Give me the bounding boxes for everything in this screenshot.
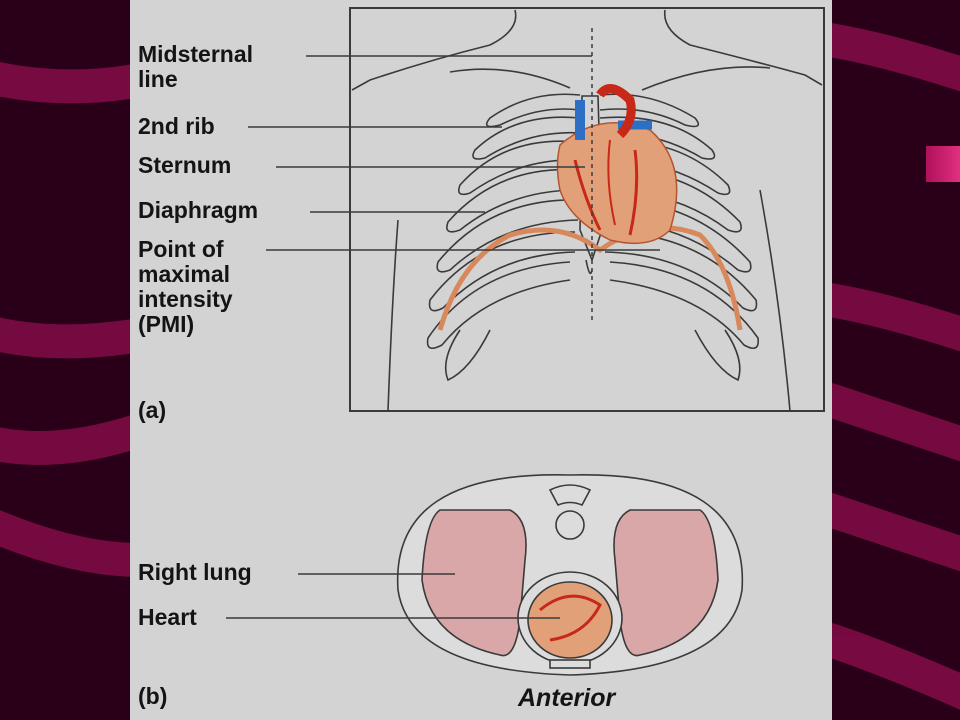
label-diaphragm: Diaphragm [138, 197, 259, 223]
label-2nd-rib: 2nd rib [138, 113, 215, 139]
label-heart: Heart [138, 604, 197, 630]
diaphragm-curve [437, 225, 743, 331]
label-right-lung: Right lung [138, 559, 252, 585]
panel-label-b: (b) [138, 683, 168, 709]
diagram-panel: Midsternal line 2nd rib Sternum Diaphrag… [130, 0, 832, 720]
side-tab-marker [926, 146, 960, 182]
label-pmi: Point of maximal intensity (PMI) [138, 236, 233, 337]
label-anterior: Anterior [518, 684, 616, 712]
label-sternum: Sternum [138, 152, 232, 178]
panel-label-a: (a) [138, 397, 167, 423]
thorax-cross-section-drawing [396, 474, 744, 676]
heart-drawing [556, 84, 678, 245]
label-midsternal-line: Midsternal line [138, 41, 254, 92]
